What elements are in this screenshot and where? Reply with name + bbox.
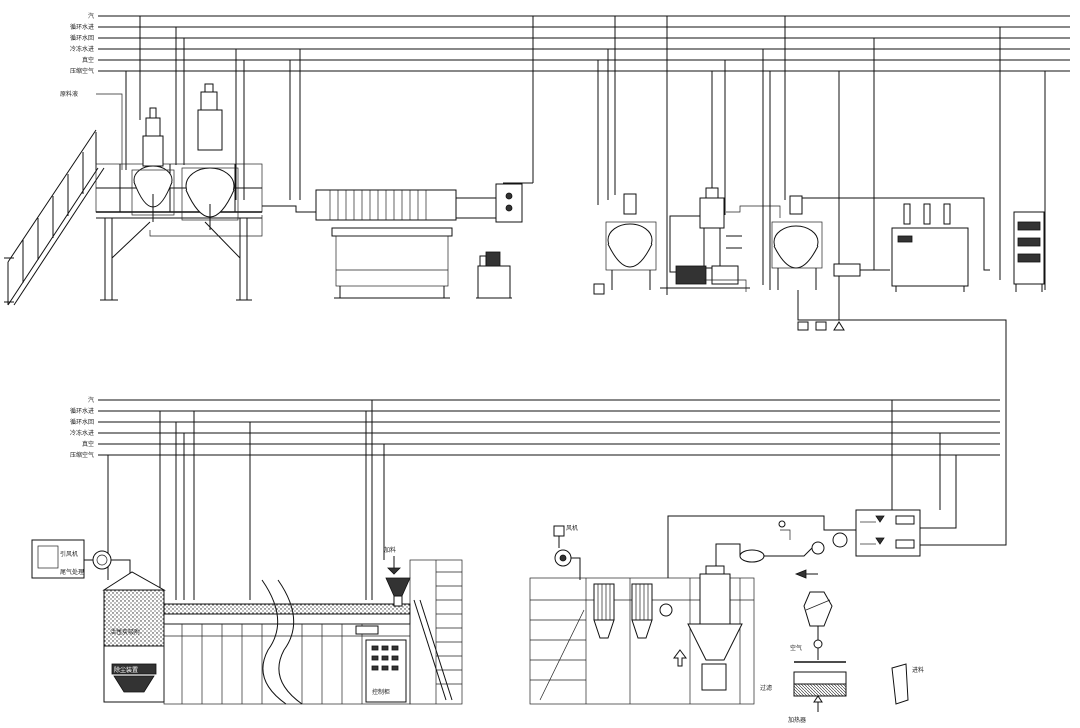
filter-label: 过滤 bbox=[760, 684, 772, 692]
instrument-rack bbox=[1013, 211, 1045, 292]
bottom-pipe-label: 压缩空气 bbox=[70, 451, 94, 459]
bag-filter bbox=[631, 583, 653, 639]
top-pipe-label: 循环水进 bbox=[70, 23, 94, 31]
fan-label: 风机 bbox=[566, 524, 578, 532]
top-left-reactor-platform: 原料液 bbox=[4, 83, 320, 306]
condenser-skid bbox=[660, 187, 750, 292]
control-cabinet bbox=[891, 203, 969, 292]
platform bbox=[95, 163, 263, 301]
top-header-drops bbox=[125, 16, 1046, 320]
top-pipe-label: 压缩空气 bbox=[70, 67, 94, 75]
dust-box-label: 除尘装置 bbox=[114, 666, 138, 674]
bottom-pipe-label: 汽 bbox=[88, 396, 94, 404]
induced-draft-fan: 风机 bbox=[553, 524, 581, 580]
bottom-pipe-label: 循环水进 bbox=[70, 407, 94, 415]
hopper-label: 加料 bbox=[384, 546, 396, 554]
adsorption-tower: 活性炭吸附 除尘装置 bbox=[102, 571, 166, 703]
reactor-vessel bbox=[181, 83, 239, 230]
bottom-left-dryer-line: 引风机 尾气处理 活性炭吸附 除尘装置 bbox=[31, 539, 463, 705]
drying-chamber bbox=[687, 565, 743, 691]
air-label: 空气 bbox=[790, 644, 802, 652]
filter-press bbox=[315, 183, 523, 299]
stirred-tank bbox=[771, 195, 823, 290]
bag-filter bbox=[593, 583, 615, 639]
feed-label: 原料液 bbox=[60, 90, 78, 98]
top-pipe-label: 冷冻水进 bbox=[70, 45, 94, 53]
reactor-vessel bbox=[131, 107, 175, 222]
air-filter: 过滤 加热器 bbox=[760, 671, 847, 724]
staircase bbox=[4, 129, 105, 306]
feed-tank-label: 进料 bbox=[912, 666, 924, 674]
bottom-pipe-label: 真空 bbox=[82, 440, 94, 448]
stair-tower bbox=[409, 559, 463, 705]
feed-hopper: 加料 bbox=[384, 546, 411, 607]
top-utility-header: 汽 循环水进 循环水回 冷冻水进 真空 压缩空气 bbox=[70, 12, 1070, 75]
bottom-pipe-label: 循环水回 bbox=[70, 418, 94, 426]
top-pipe-label: 循环水回 bbox=[70, 34, 94, 42]
fan-box-sublabel: 尾气处理 bbox=[60, 568, 84, 576]
control-panel-label: 控制柜 bbox=[372, 688, 390, 696]
packing-label: 活性炭吸附 bbox=[110, 628, 140, 636]
bottom-right-spray-dryer: 风机 bbox=[529, 455, 957, 724]
stirred-tank bbox=[593, 193, 657, 295]
exhaust-fan: 引风机 尾气处理 bbox=[31, 539, 131, 580]
top-right-process-section bbox=[593, 187, 1045, 546]
bottom-utility-header: 汽 循环水进 循环水回 冷冻水进 真空 压缩空气 bbox=[70, 396, 1000, 459]
top-pipe-label: 汽 bbox=[88, 12, 94, 20]
top-pipe-label: 真空 bbox=[82, 56, 94, 64]
fan-box-label: 引风机 bbox=[60, 550, 78, 558]
heater-label: 加热器 bbox=[788, 716, 806, 724]
pump-panel bbox=[855, 455, 957, 557]
belt-dryer: 控制柜 bbox=[163, 579, 411, 705]
bottom-pipe-label: 冷冻水进 bbox=[70, 429, 94, 437]
bottom-header-drops bbox=[107, 400, 941, 600]
